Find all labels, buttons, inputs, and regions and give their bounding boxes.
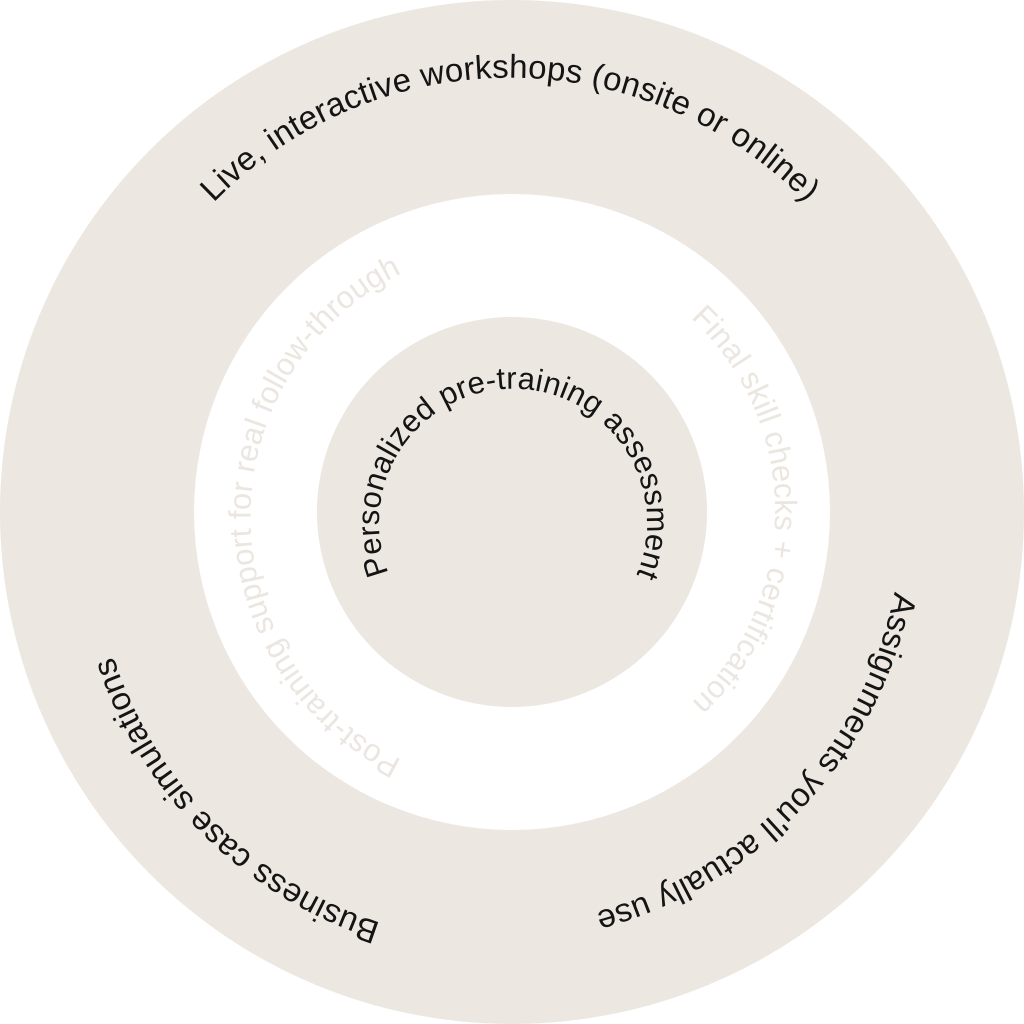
inner-ring <box>317 317 707 707</box>
